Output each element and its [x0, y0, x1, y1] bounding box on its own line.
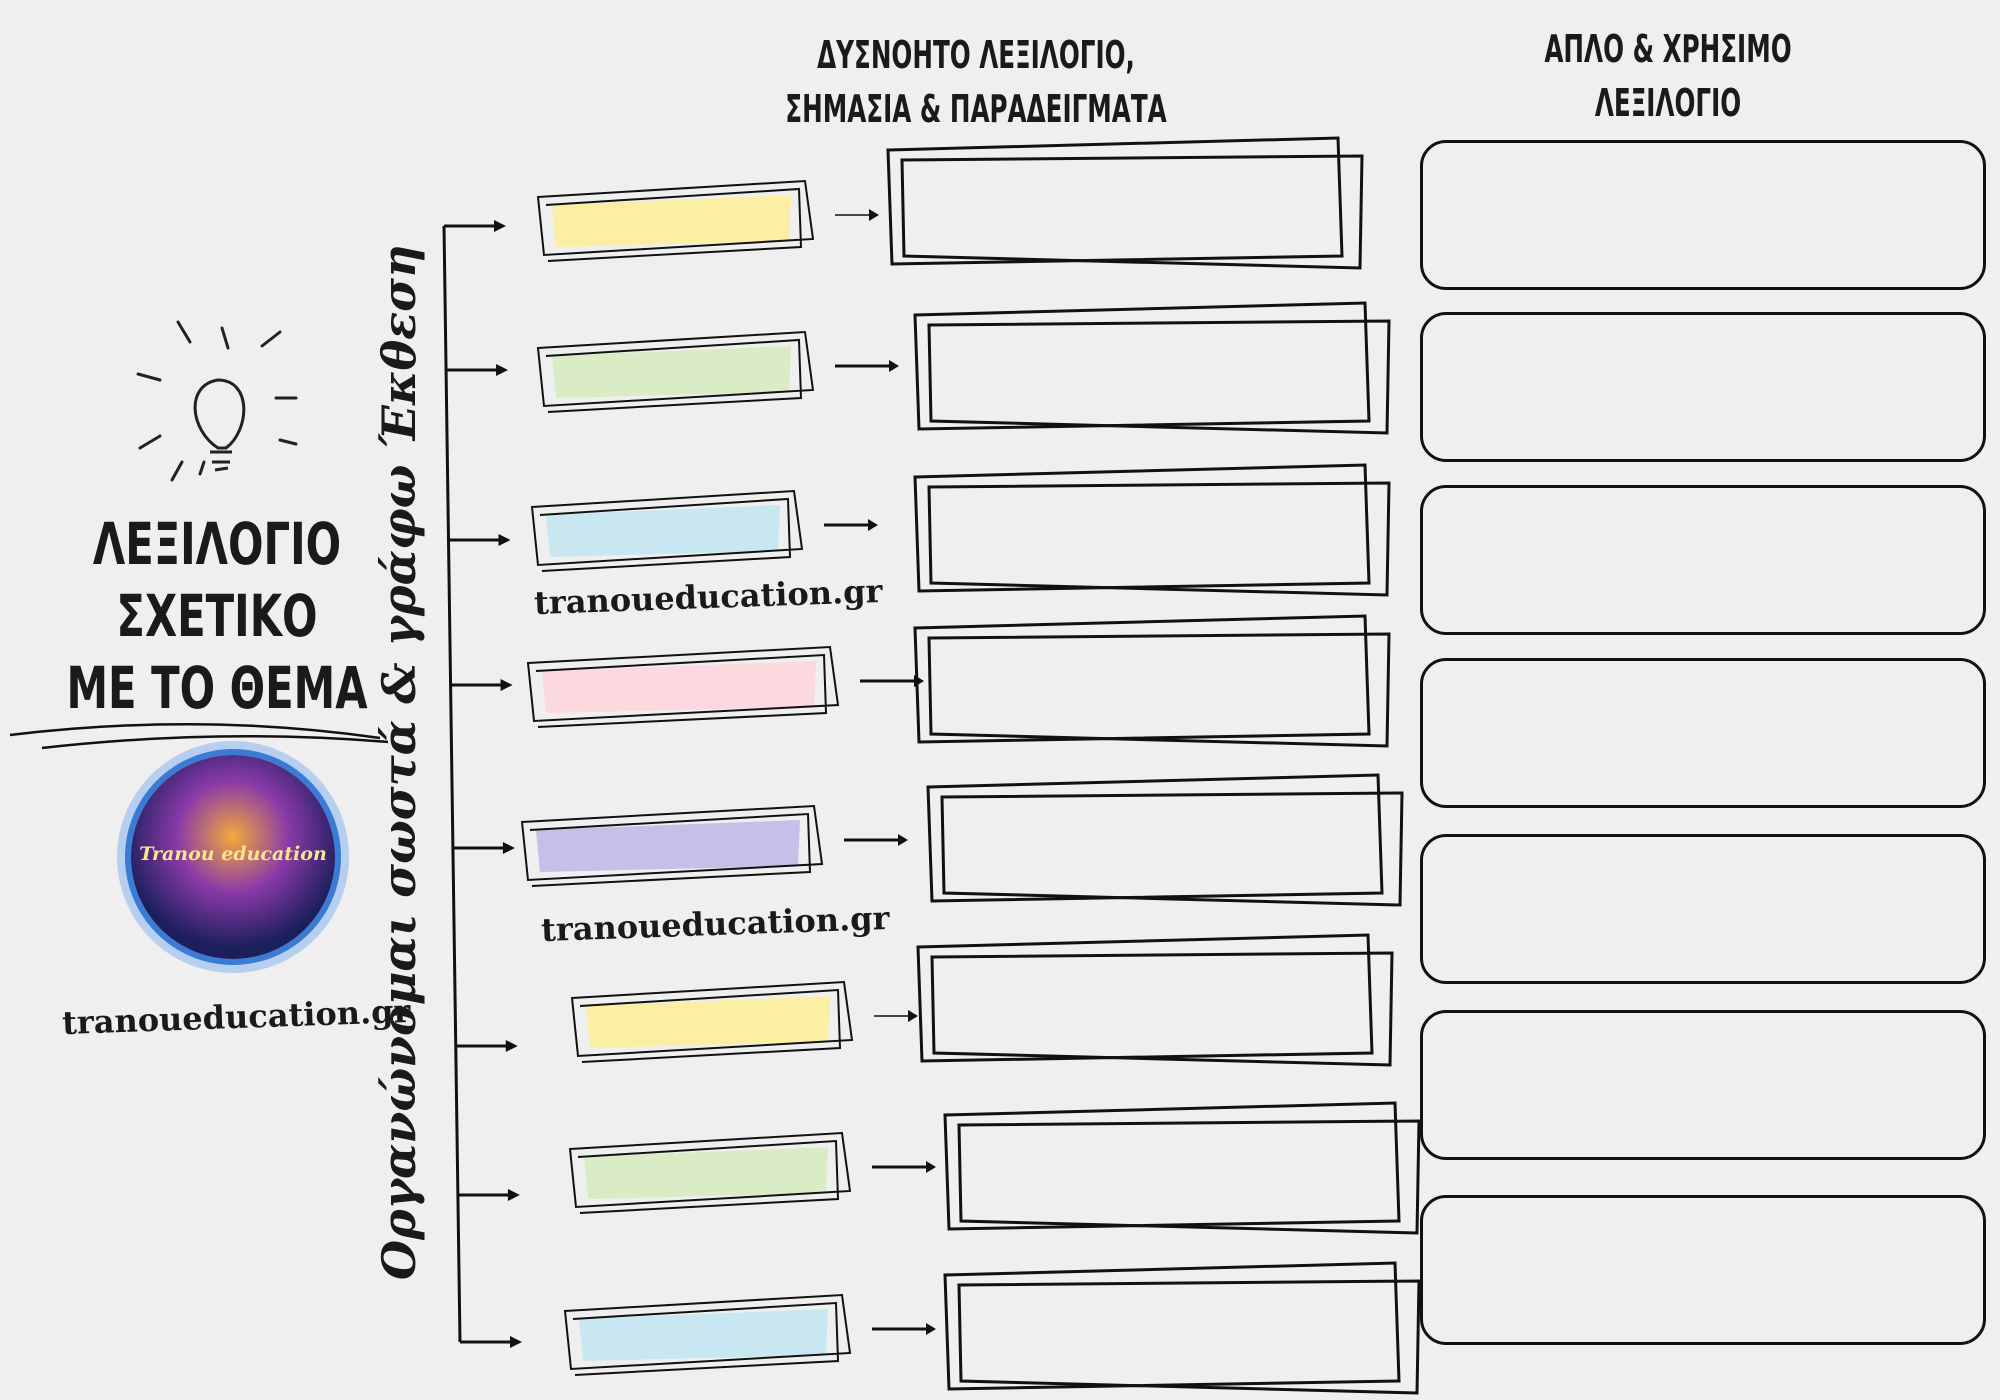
definition-box	[926, 773, 1384, 903]
arrow-head-icon	[498, 534, 511, 546]
keyword-box	[536, 179, 815, 262]
arrow-head-icon	[502, 842, 515, 854]
definition-box	[943, 1261, 1401, 1391]
light-ray-icon	[198, 460, 206, 476]
title-line2: ΣΧΕΤΙΚΟ	[116, 582, 318, 650]
definition-box-outline	[927, 481, 1391, 597]
logo: Tranou education	[131, 755, 335, 959]
answer-box[interactable]	[1420, 312, 1986, 462]
light-ray-icon	[170, 460, 184, 482]
title-underline	[9, 722, 389, 750]
definition-box	[913, 614, 1371, 744]
arrow-head-icon	[868, 519, 878, 531]
title-line3: ΜΕ ΤΟ ΘΕΜΑ	[66, 654, 368, 722]
middle-column-heading: ΔΥΣΝΟΗΤΟ ΛΕΞΙΛΟΓΙΟ, ΣΗΜΑΣΙΑ & ΠΑΡΑΔΕΙΓΜΑ…	[760, 28, 1192, 136]
keyword-box	[570, 980, 854, 1063]
right-column-heading: ΑΠΛΟ & ΧΡΗΣΙΜΟ ΛΕΞΙΛΟΓΙΟ	[1452, 22, 1884, 130]
answer-box[interactable]	[1420, 1010, 1986, 1160]
arrow-head-icon	[510, 1336, 522, 1348]
arrow-head-icon	[889, 360, 899, 372]
definition-box-outline	[957, 1279, 1421, 1395]
definition-box	[913, 463, 1371, 593]
arrow-head-icon	[505, 1040, 518, 1052]
logo-text: Tranou education	[139, 843, 327, 865]
answer-box[interactable]	[1420, 834, 1986, 984]
keyword-box	[530, 489, 804, 572]
right-heading-line1: ΑΠΛΟ & ΧΡΗΣΙΜΟ	[1544, 27, 1792, 71]
arrow-head-icon	[869, 209, 879, 221]
answer-box[interactable]	[1420, 658, 1986, 808]
definition-box	[943, 1101, 1401, 1231]
middle-heading-line1: ΔΥΣΝΟΗΤΟ ΛΕΞΙΛΟΓΙΟ,	[817, 33, 1135, 77]
definition-box	[913, 301, 1371, 431]
highlight-swatch	[536, 820, 800, 872]
answer-box[interactable]	[1420, 485, 1986, 635]
definition-box-outline	[900, 154, 1364, 270]
keyword-box	[526, 645, 840, 728]
highlight-swatch	[552, 346, 791, 398]
definition-box-outline	[940, 791, 1404, 907]
highlight-swatch	[542, 661, 816, 713]
keyword-box	[568, 1131, 852, 1214]
light-ray-icon	[136, 372, 162, 382]
arrow-head-icon	[926, 1323, 936, 1335]
arrow-head-icon	[500, 679, 513, 691]
keyword-box	[563, 1293, 852, 1376]
arrow-head-icon	[898, 834, 908, 846]
answer-box[interactable]	[1420, 1195, 1986, 1345]
definition-box-outline	[930, 951, 1394, 1067]
arrow-head-icon	[496, 364, 509, 376]
keyword-box	[536, 330, 815, 413]
highlight-swatch	[579, 1309, 828, 1361]
light-ray-icon	[220, 326, 230, 350]
vertical-slogan: Οργανώνομαι σωστά & γράφω Έκθεση	[372, 244, 426, 1280]
arrow-head-icon	[908, 1010, 918, 1022]
middle-heading-line2: ΣΗΜΑΣΙΑ & ΠΑΡΑΔΕΙΓΜΑΤΑ	[785, 87, 1167, 131]
light-ray-icon	[138, 434, 162, 450]
highlight-swatch	[586, 996, 830, 1048]
answer-box[interactable]	[1420, 140, 1986, 290]
title-line1: ΛΕΞΙΛΟΓΙΟ	[92, 510, 342, 578]
light-ray-icon	[260, 330, 282, 348]
lightbulb-icon	[193, 378, 246, 472]
arrow-head-icon	[494, 220, 506, 232]
highlight-swatch	[546, 505, 780, 557]
highlight-swatch	[584, 1147, 828, 1199]
arrow-head-icon	[926, 1161, 936, 1173]
definition-box	[916, 933, 1374, 1063]
right-heading-line2: ΛΕΞΙΛΟΓΙΟ	[1594, 81, 1742, 125]
page-title: ΛΕΞΙΛΟΓΙΟ ΣΧΕΤΙΚΟ ΜΕ ΤΟ ΘΕΜΑ	[37, 508, 397, 724]
definition-box-outline	[927, 632, 1391, 748]
light-ray-icon	[278, 438, 298, 446]
definition-box	[886, 136, 1344, 266]
definition-box-outline	[927, 319, 1391, 435]
definition-box-outline	[957, 1119, 1421, 1235]
highlight-swatch	[552, 195, 791, 247]
arrow-head-icon	[507, 1189, 520, 1201]
light-ray-icon	[176, 320, 192, 344]
keyword-box	[520, 804, 824, 887]
spine-line	[442, 225, 462, 1343]
